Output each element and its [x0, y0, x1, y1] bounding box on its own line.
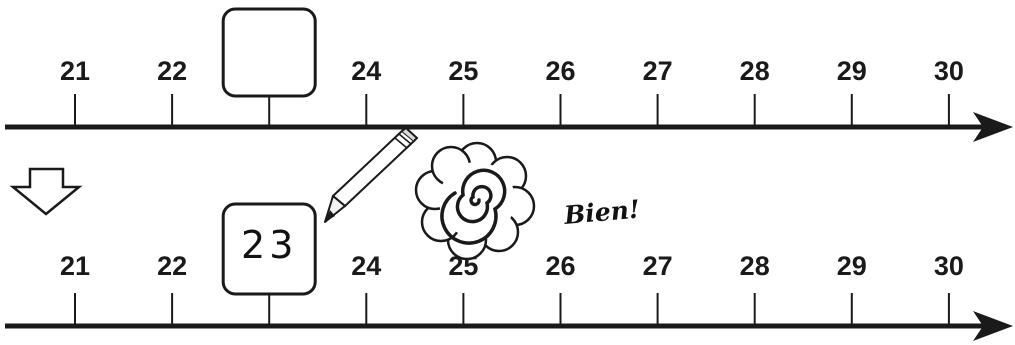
tick-label: 29 — [837, 251, 867, 281]
tick-label: 24 — [351, 251, 381, 281]
tick-label: 22 — [157, 251, 187, 281]
tick-label: 28 — [740, 251, 770, 281]
tick-label: 29 — [837, 56, 867, 86]
feedback-text: Bien! — [562, 194, 641, 230]
tick-label: 24 — [351, 56, 381, 86]
tick-label: 28 — [740, 56, 770, 86]
tick-label: 21 — [60, 251, 90, 281]
tick-label: 22 — [157, 56, 187, 86]
tick-label: 27 — [643, 251, 673, 281]
number-line-empty: 21 22 24 25 26 27 28 29 30 — [5, 9, 1013, 142]
tick-label: 30 — [934, 56, 964, 86]
pencil-icon — [325, 128, 417, 222]
down-arrow-icon — [13, 169, 79, 214]
tick-label: 27 — [643, 56, 673, 86]
tick-label: 26 — [545, 251, 575, 281]
tick-label: 30 — [934, 251, 964, 281]
tick-label: 25 — [448, 56, 478, 86]
answer-box — [223, 9, 315, 96]
tick-label: 21 — [60, 56, 90, 86]
tick-label: 26 — [545, 56, 575, 86]
flower-stamp-icon — [416, 143, 534, 259]
answer-value: 23 — [241, 223, 297, 267]
